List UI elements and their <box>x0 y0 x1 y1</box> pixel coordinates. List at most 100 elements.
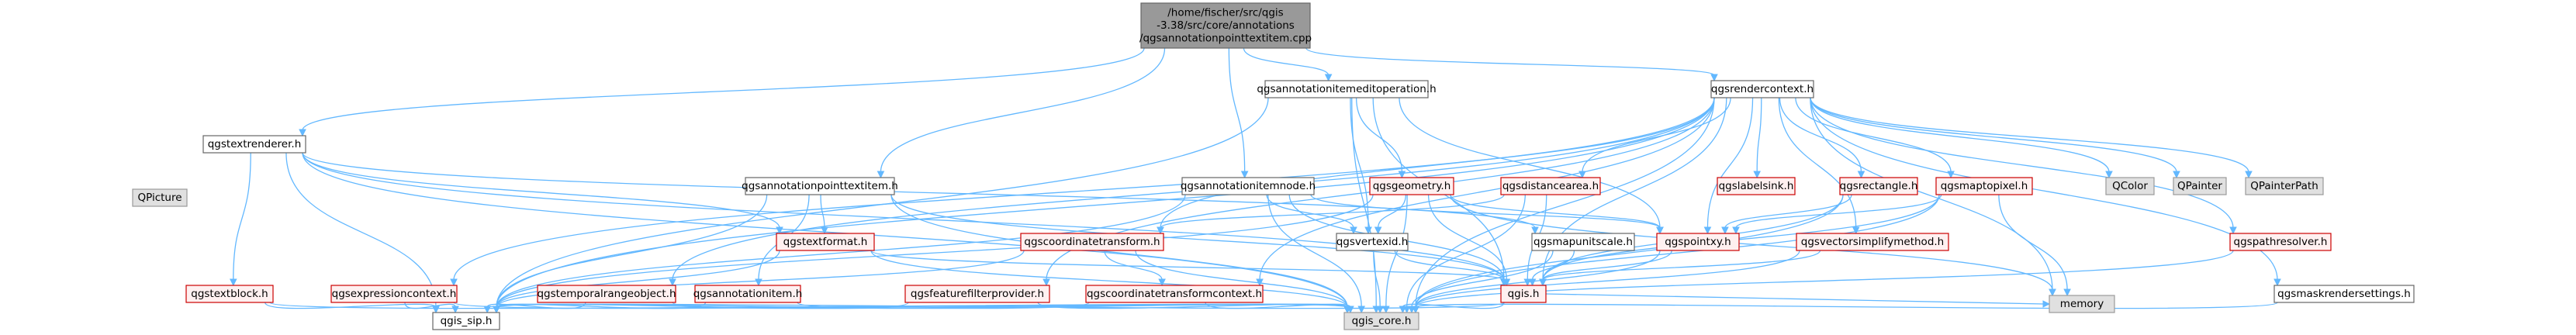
node-box <box>2105 177 2155 195</box>
graph-node-qgsmapunitscale[interactable]: qgsmapunitscale.h <box>1531 233 1635 251</box>
edge-arrowhead <box>229 278 237 287</box>
graph-node-qgis-core: qgis_core.h <box>1343 312 1419 330</box>
graph-node-qgsannotationitemnode[interactable]: qgsannotationitemnode.h <box>1181 177 1316 195</box>
node-label: qgsannotationitemeditoperation.h <box>1257 83 1436 95</box>
node-box <box>1343 312 1419 330</box>
graph-node-qgsmaskrendersettings[interactable]: qgsmaskrendersettings.h <box>2273 285 2415 303</box>
node-label: qgsannotationpointtextitem.h <box>742 180 898 192</box>
graph-node-qgsvertexid[interactable]: qgsvertexid.h <box>1336 233 1409 251</box>
edge-arrowhead <box>1732 226 1740 235</box>
node-label: qgscoordinatetransform.h <box>1024 236 1160 248</box>
edge-qgsannotationitemeditoperation-to-qgsgeometry <box>1355 97 1403 173</box>
edge-root-to-qgstextrenderer <box>302 47 1145 131</box>
graph-node-qgscoordinatetransformcontext[interactable]: qgscoordinatetransformcontext.h <box>1085 285 1264 303</box>
node-box <box>1656 233 1740 251</box>
node-label: qgsdistancearea.h <box>1502 180 1599 192</box>
graph-node-qgis[interactable]: qgis.h <box>1500 285 1547 303</box>
graph-node-qgscoordinatetransform[interactable]: qgscoordinatetransform.h <box>1020 233 1164 251</box>
graph-node-qgsannotationpointtextitem[interactable]: qgsannotationpointtextitem.h <box>742 177 898 195</box>
graph-node-qgspathresolver[interactable]: qgspathresolver.h <box>2229 233 2332 251</box>
edge-arrowhead <box>2063 288 2071 297</box>
edge-arrowhead <box>2105 171 2113 179</box>
graph-node-qgsannotationitem[interactable]: qgsannotationitem.h <box>693 285 803 303</box>
edge-qgsannotationpointtextitem-to-qgis-sip <box>496 194 768 308</box>
edge-qgsmapunitscale-to-qgis <box>1531 250 1575 281</box>
graph-node-qgsrendercontext[interactable]: qgsrendercontext.h <box>1710 80 1814 98</box>
edge-qgsrendercontext-to-qpainter <box>1810 97 2177 173</box>
edge-arrowhead <box>1398 171 1406 179</box>
edge-qgspointxy-to-qgis-core <box>1415 250 1661 308</box>
node-label: qgsmaskrendersettings.h <box>2277 288 2411 300</box>
edge-qgsrendercontext-to-qgsrectangle <box>1779 97 1862 173</box>
graph-node-qgstextformat[interactable]: qgstextformat.h <box>776 233 875 251</box>
graph-node-qgsdistancearea[interactable]: qgsdistancearea.h <box>1500 177 1601 195</box>
edge-qgsrendercontext-to-qgis-sip <box>496 97 1715 308</box>
node-box <box>330 285 458 303</box>
edge-arrowhead <box>493 306 500 314</box>
edge-qgstextrenderer-to-qgis <box>302 152 1505 281</box>
graph-node-qgslabelsink[interactable]: qgslabelsink.h <box>1717 177 1796 195</box>
graph-node-qgstemporalrangeobject[interactable]: qgstemporalrangeobject.h <box>537 285 676 303</box>
edge-arrowhead <box>1157 226 1164 235</box>
graph-node-qgsmaptopixel[interactable]: qgsmaptopixel.h <box>1935 177 2033 195</box>
graph-node-qgsgeometry[interactable]: qgsgeometry.h <box>1369 177 1454 195</box>
edge-arrowhead <box>821 226 828 235</box>
node-label: qgsmaptopixel.h <box>1941 180 2028 192</box>
node-box <box>1500 177 1601 195</box>
graph-node-qgsannotationitemeditoperation[interactable]: qgsannotationitemeditoperation.h <box>1257 80 1437 98</box>
graph-node-qgstextblock[interactable]: qgstextblock.h <box>185 285 274 303</box>
node-label: QColor <box>2112 180 2148 192</box>
edge-qgsdistancearea-to-qgis-core <box>1406 194 1526 308</box>
edge-qgsrendercontext-to-qgscoordinatetransformcontext <box>1259 97 1715 281</box>
edge-root-to-qgsannotationpointtextitem <box>880 47 1166 173</box>
node-label: QPainter <box>2177 180 2222 192</box>
node-box <box>202 135 306 154</box>
graph-node-qgsrectangle[interactable]: qgsrectangle.h <box>1839 177 1918 195</box>
edge-arrowhead <box>432 306 440 314</box>
edge-qgstextrenderer-to-qgsmapunitscale <box>302 152 1536 229</box>
edge-arrowhead <box>2229 226 2237 235</box>
node-label: memory <box>2060 298 2104 310</box>
node-box <box>1839 177 1918 195</box>
node-label: qgsexpressioncontext.h <box>332 288 457 300</box>
edge-qgscoordinatetransform-to-qgis-sip <box>496 250 1025 308</box>
edge-qgscoordinatetransform-to-qgscoordinatetransformcontext <box>1104 250 1163 281</box>
node-box <box>1336 233 1409 251</box>
node-label: qgis_core.h <box>1352 315 1412 327</box>
node-box <box>2049 295 2115 313</box>
edge-qgsannotationitemnode-to-qgis-sip <box>496 194 1186 308</box>
node-box <box>1085 285 1264 303</box>
graph-node-qgspointxy[interactable]: qgspointxy.h <box>1656 233 1740 251</box>
node-label: qgsfeaturefilterprovider.h <box>911 288 1044 300</box>
graph-node-qgsvectorsimplifymethod[interactable]: qgsvectorsimplifymethod.h <box>1796 233 1949 251</box>
node-box <box>1140 2 1311 49</box>
edge-qgsvectorsimplifymethod-to-qgis-core <box>1415 250 1800 308</box>
edge-arrowhead <box>451 306 459 314</box>
node-box <box>904 285 1050 303</box>
node-label: -3.38/src/core/annotations <box>1157 19 1295 32</box>
node-box <box>432 312 500 330</box>
node-label: qgsgeometry.h <box>1373 180 1451 192</box>
graph-node-qgis-sip[interactable]: qgis_sip.h <box>432 312 500 330</box>
edge-qgsvertexid-to-qgis-core <box>1373 250 1381 308</box>
node-label: qgsvectorsimplifymethod.h <box>1801 236 1945 248</box>
node-box <box>1264 80 1429 98</box>
node-box <box>776 233 875 251</box>
graph-node-qgstextrenderer[interactable]: qgstextrenderer.h <box>202 135 306 154</box>
node-label: qgis_sip.h <box>441 315 493 327</box>
edge-qgsrendercontext-to-qgspointxy <box>1706 97 1754 229</box>
edge-qgsgeometry-to-qgsvertexid <box>1378 194 1406 229</box>
graph-node-qgsfeaturefilterprovider[interactable]: qgsfeaturefilterprovider.h <box>904 285 1050 303</box>
edge-qgsgeometry-to-qgis <box>1427 194 1508 281</box>
edge-qgstextblock-to-qgis-sip <box>265 302 437 309</box>
edge-root-to-qgsannotationitemnode <box>1228 47 1246 173</box>
graph-node-qgsexpressioncontext[interactable]: qgsexpressioncontext.h <box>330 285 458 303</box>
node-label: qgspointxy.h <box>1665 236 1731 248</box>
edge-arrowhead <box>1158 278 1166 287</box>
edge-arrowhead <box>1357 306 1366 314</box>
edge-qgsvectorsimplifymethod-to-qgis <box>1542 250 1821 281</box>
edge-arrowhead <box>1703 226 1712 235</box>
edge-qgsrectangle-to-qgis-core <box>1415 194 1844 308</box>
node-label: qgscoordinatetransformcontext.h <box>1087 288 1262 300</box>
edge-arrowhead <box>1656 226 1664 235</box>
